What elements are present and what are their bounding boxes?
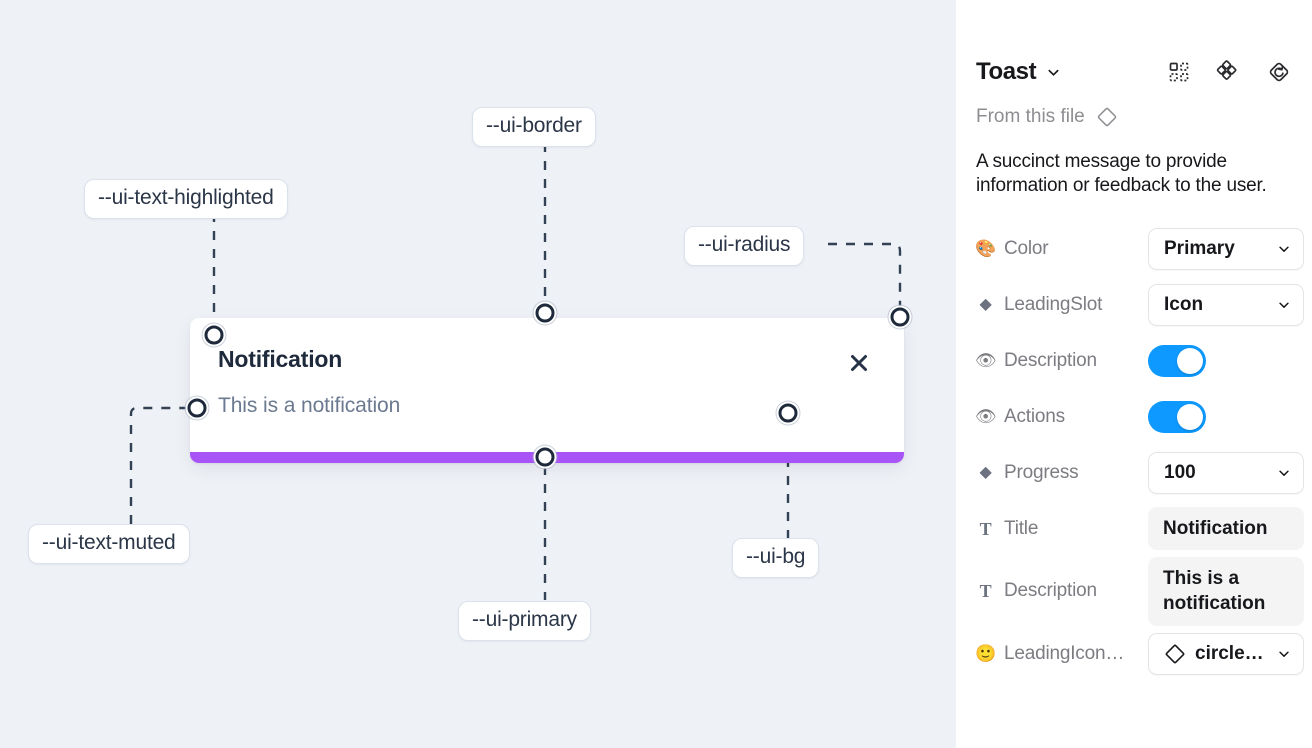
diamond-icon — [1096, 106, 1118, 128]
progress-select[interactable]: 100 — [1148, 451, 1304, 494]
panel-header-actions — [1168, 59, 1292, 85]
toast-title: Notification — [218, 346, 343, 372]
property-row-description-toggle: 👁 Description — [976, 333, 1292, 389]
property-name: Description — [1004, 580, 1097, 602]
property-row-leadingicon: 🙂 LeadingIcon… circle… — [976, 626, 1304, 682]
color-select[interactable]: Primary — [1148, 227, 1304, 270]
from-this-file-label: From this file — [976, 106, 1085, 127]
property-list: 🎨 Color Primary ◆ LeadingSlot — [976, 221, 1304, 682]
measure-dot-ui-text-muted[interactable] — [187, 398, 207, 418]
eye-icon: 👁 — [976, 407, 997, 427]
leadingslot-select-value: Icon — [1164, 293, 1204, 315]
connector-ui-text-muted — [129, 406, 188, 524]
panel-header: Toast — [976, 44, 1292, 100]
property-name: Actions — [1004, 405, 1065, 427]
measure-dot-ui-border[interactable] — [535, 303, 555, 323]
diamond-icon — [1164, 643, 1186, 665]
token-label-ui-text-muted[interactable]: --ui-text-muted — [28, 524, 190, 564]
variants-icon[interactable] — [1216, 60, 1240, 84]
measure-dot-ui-primary[interactable] — [535, 447, 555, 467]
property-row-leadingslot: ◆ LeadingSlot Icon — [976, 277, 1304, 333]
chevron-down-icon — [1277, 298, 1291, 312]
measure-dot-ui-radius[interactable] — [890, 307, 910, 327]
diamond-icon: ◆ — [979, 295, 992, 313]
chevron-down-icon — [1277, 466, 1291, 480]
token-label-ui-primary[interactable]: --ui-primary — [458, 601, 591, 641]
connector-ui-radius — [828, 242, 902, 308]
eye-icon: 👁 — [976, 351, 997, 371]
actions-toggle[interactable] — [1148, 400, 1206, 433]
toggle-knob — [1177, 403, 1203, 430]
property-name: LeadingSlot — [1004, 293, 1103, 315]
property-label-color: 🎨 Color — [976, 238, 1148, 260]
emoji-icon: 🙂 — [976, 644, 996, 664]
property-name: Title — [1004, 517, 1039, 539]
property-row-actions-toggle: 👁 Actions — [976, 389, 1292, 445]
diamond-icon: ◆ — [979, 463, 992, 481]
close-icon[interactable] — [846, 350, 872, 376]
text-icon: T — [979, 581, 992, 602]
chevron-down-icon — [1277, 242, 1291, 256]
token-label-ui-bg[interactable]: --ui-bg — [732, 538, 820, 578]
chevron-down-icon — [1277, 647, 1291, 661]
leadingicon-select[interactable]: circle… — [1148, 632, 1304, 675]
toggle-knob — [1177, 347, 1203, 374]
description-input[interactable]: This is a notification — [1148, 556, 1304, 626]
leadingicon-select-value: circle… — [1195, 642, 1264, 664]
measure-dot-ui-bg[interactable] — [778, 403, 798, 423]
property-row-description-text: T Description This is a notification — [976, 556, 1304, 626]
design-canvas[interactable]: Notification This is a notification --ui… — [0, 0, 956, 748]
progress-select-value: 100 — [1164, 461, 1196, 483]
property-name: LeadingIcon… — [1004, 642, 1125, 664]
token-label-ui-text-highlighted[interactable]: --ui-text-highlighted — [84, 179, 288, 219]
property-label-leadingicon: 🙂 LeadingIcon… — [976, 643, 1148, 665]
property-label-progress: ◆ Progress — [976, 462, 1148, 484]
property-name: Description — [1004, 349, 1097, 371]
property-row-color: 🎨 Color Primary — [976, 221, 1304, 277]
page-title: Toast — [976, 58, 1037, 85]
property-row-progress: ◆ Progress 100 — [976, 445, 1304, 501]
title-input[interactable]: Notification — [1148, 506, 1304, 551]
component-description: A succinct message to provide informatio… — [976, 151, 1267, 197]
measure-dot-ui-text-highlighted[interactable] — [204, 325, 224, 345]
text-icon: T — [979, 518, 992, 539]
property-label-description-text: T Description — [976, 580, 1148, 602]
from-this-file: From this file — [976, 106, 1292, 128]
toast-component-preview[interactable]: Notification This is a notification — [190, 318, 904, 463]
reset-instance-icon[interactable] — [1266, 59, 1292, 85]
property-label-leadingslot: ◆ LeadingSlot — [976, 294, 1148, 316]
token-label-ui-radius[interactable]: --ui-radius — [684, 226, 805, 266]
property-label-actions-toggle: 👁 Actions — [976, 406, 1148, 428]
leadingslot-select[interactable]: Icon — [1148, 283, 1304, 326]
chevron-down-icon[interactable] — [1046, 65, 1061, 80]
property-name: Progress — [1004, 461, 1079, 483]
property-label-title: T Title — [976, 518, 1148, 540]
palette-icon: 🎨 — [976, 239, 996, 259]
toast-description: This is a notification — [218, 394, 401, 417]
property-label-description-toggle: 👁 Description — [976, 350, 1148, 372]
property-row-title: T Title Notification — [976, 501, 1304, 557]
description-toggle[interactable] — [1148, 344, 1206, 377]
properties-panel: Toast — [956, 0, 1312, 748]
component-set-icon[interactable] — [1168, 61, 1190, 83]
color-select-value: Primary — [1164, 237, 1235, 259]
token-label-ui-border[interactable]: --ui-border — [472, 107, 596, 147]
property-name: Color — [1004, 237, 1049, 259]
